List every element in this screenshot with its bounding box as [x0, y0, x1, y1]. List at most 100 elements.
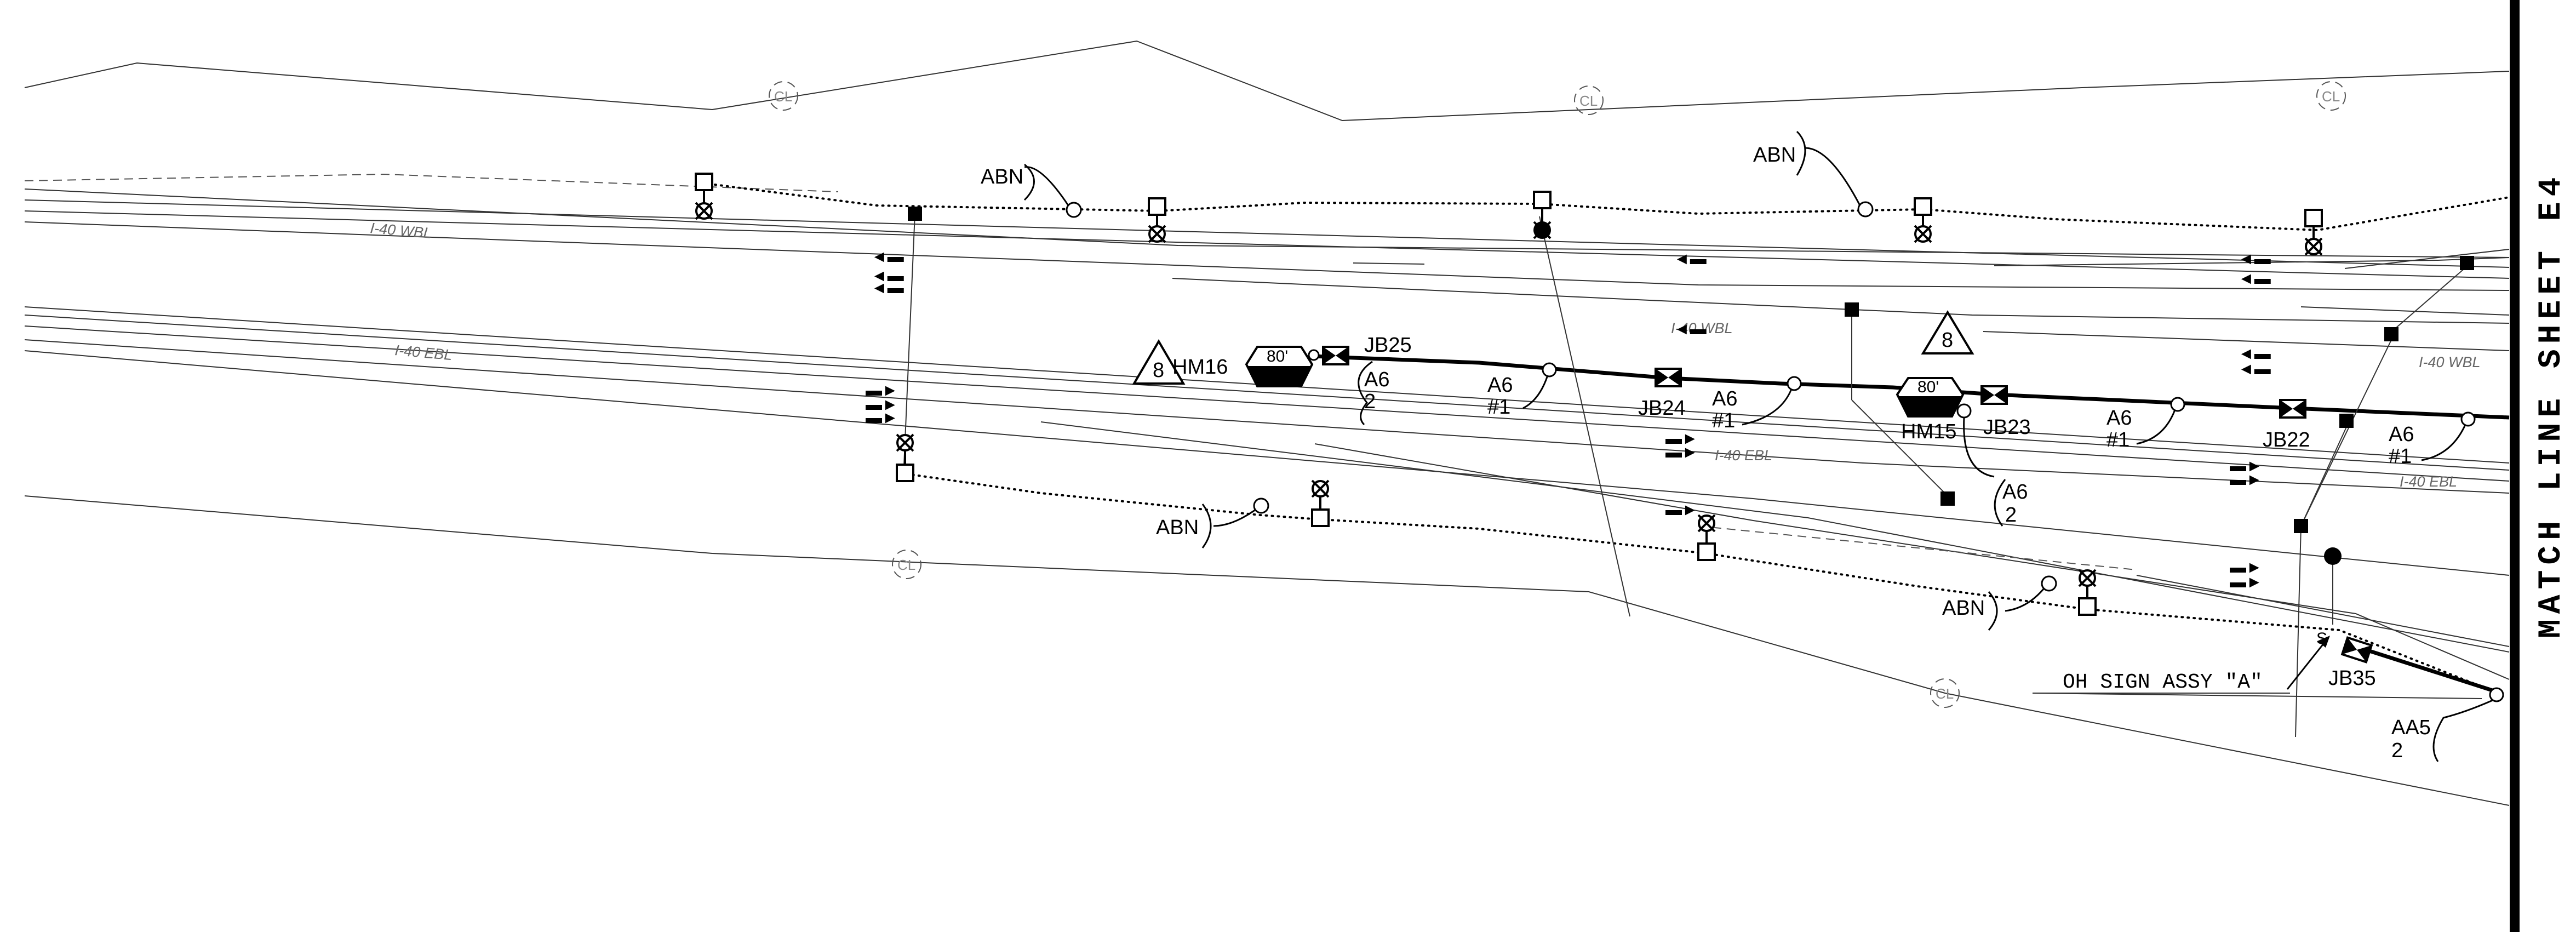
- arrow-left-icon: ◄▬: [871, 248, 904, 266]
- handhole-label: HM15: [1901, 420, 1956, 443]
- arrow-right-icon: ▬►: [2230, 573, 2263, 591]
- svg-text:#1: #1: [1712, 409, 1735, 432]
- light-pole-icon: [1697, 514, 1716, 561]
- abn-label: ABN: [1156, 516, 1199, 539]
- centerline-icon: CL: [1574, 85, 1604, 115]
- svg-text:CL: CL: [774, 88, 792, 105]
- light-pole-icon: [2078, 569, 2097, 616]
- arrow-left-icon: ◄▬: [871, 279, 904, 297]
- arrow-right-icon: ▬►: [2230, 471, 2263, 489]
- arrow-left-icon: ◄▬: [2238, 250, 2271, 268]
- service-point-icon: [2384, 327, 2398, 341]
- service-point-icon: [1940, 491, 1955, 506]
- service-point-icon: [2460, 256, 2474, 270]
- arrow-right-icon: ▬►: [2230, 558, 2263, 576]
- arrow-left-icon: ◄▬: [1674, 250, 1707, 268]
- arrow-right-icon: ▬►: [1665, 443, 1698, 461]
- centerline-markers: CL CL CL CL CL: [769, 81, 2346, 708]
- svg-text:8: 8: [1153, 359, 1164, 382]
- abn-label: ABN: [1942, 597, 1985, 620]
- sign-tag: S: [2316, 630, 2327, 648]
- oh-sign-callout: OH SIGN ASSY "A" S: [2033, 630, 2330, 694]
- svg-text:CL: CL: [1936, 685, 1954, 702]
- arrow-left-icon: ◄▬: [1674, 320, 1707, 338]
- jb-label-jb24: JB24: [1638, 397, 1686, 420]
- svg-text:A6: A6: [2106, 407, 2132, 430]
- abn-label: ABN: [981, 165, 1023, 188]
- svg-text:A6: A6: [1712, 387, 1737, 410]
- jb-label-jb25: JB25: [1364, 334, 1412, 357]
- cable-tags: A6 2 A6 #1 A6 #1 A6 2 A6 #1 A6 #1 AA5 2: [1308, 349, 2504, 762]
- feed-leaders: [903, 213, 2471, 737]
- junction-box-icon: [1655, 368, 1682, 387]
- road-labels: I-40 WBL I-40 WBL I-40 WBL I-40 EBL I-40…: [369, 220, 2480, 490]
- match-line-label: MATCH LINE SHEET E4: [2534, 172, 2569, 638]
- light-pole-icon: [896, 433, 914, 482]
- light-pole-icon: [695, 173, 713, 220]
- arrow-right-icon: ▬►: [866, 409, 898, 427]
- svg-text:CL: CL: [2322, 88, 2340, 105]
- svg-text:CL: CL: [1579, 93, 1598, 109]
- road-label-wbl: I-40 WBL: [369, 220, 432, 242]
- svg-text:#1: #1: [1487, 396, 1510, 419]
- jb-label-jb35: JB35: [2328, 667, 2376, 690]
- svg-text:2: 2: [1364, 390, 1376, 413]
- arrow-right-icon: ▬►: [1665, 430, 1698, 448]
- arrow-right-icon: ▬►: [2230, 457, 2263, 475]
- road-label-wbl: I-40 WBL: [1671, 320, 1733, 336]
- service-point-icon: [2324, 547, 2342, 565]
- service-points: [908, 207, 2474, 565]
- svg-text:8: 8: [1942, 329, 1953, 352]
- road-label-ebl: I-40 EBL: [394, 342, 453, 363]
- arrow-right-icon: ▬►: [1665, 501, 1698, 519]
- junction-box-icon: [2279, 399, 2306, 419]
- jb-label-jb23: JB23: [1983, 416, 2031, 439]
- svg-text:80': 80': [1917, 378, 1939, 396]
- service-point-icon: [908, 207, 922, 221]
- junction-box-icon: [1980, 385, 2008, 405]
- service-point-icon: [2294, 519, 2308, 533]
- centerline-icon: CL: [892, 550, 921, 579]
- oh-sign-label: OH SIGN ASSY "A": [2063, 671, 2263, 694]
- arrow-right-icon: ▬►: [866, 396, 898, 414]
- svg-text:#1: #1: [2106, 428, 2130, 451]
- light-pole-icon: [1914, 197, 1932, 243]
- abn-label: ABN: [1753, 144, 1796, 167]
- svg-text:A6: A6: [2002, 481, 2028, 504]
- arrow-left-icon: ◄▬: [2238, 345, 2271, 363]
- svg-text:2: 2: [2391, 739, 2403, 762]
- arrow-right-icon: ▬►: [866, 381, 898, 399]
- service-point-icon: [1845, 302, 1859, 317]
- svg-text:CL: CL: [897, 557, 915, 573]
- service-point-icon: [2339, 414, 2354, 428]
- handhole-label: HM16: [1172, 356, 1228, 379]
- svg-text:2: 2: [2005, 504, 2017, 527]
- centerline-icon: CL: [2316, 81, 2346, 111]
- route-marker: 8: [1921, 310, 1974, 354]
- junction-box-icon: [2340, 636, 2373, 664]
- lane-direction-arrows: ◄▬ ◄▬ ◄▬ ◄▬ ◄▬ ◄▬ ◄▬ ◄▬ ◄▬ ▬► ▬► ▬► ▬► ▬…: [866, 248, 2271, 591]
- light-pole-icon: [1148, 197, 1166, 243]
- svg-text:80': 80': [1267, 347, 1288, 365]
- road-label-wbl: I-40 WBL: [2419, 354, 2481, 370]
- route-marker: 8: [1132, 339, 1186, 385]
- abn-callouts: ABN ABN ABN ABN: [981, 130, 2057, 631]
- light-pole-icon: [1533, 191, 1552, 239]
- match-line: MATCH LINE SHEET E4: [2510, 0, 2569, 932]
- centerline-icon: CL: [1930, 678, 1960, 708]
- svg-text:AA5: AA5: [2391, 716, 2431, 739]
- handhole-hm15: 80' HM15: [1896, 377, 1965, 443]
- arrow-left-icon: ◄▬: [2238, 270, 2271, 288]
- svg-text:A6: A6: [2389, 423, 2414, 446]
- wbl-roadway: [24, 173, 2510, 351]
- svg-text:#1: #1: [2389, 445, 2412, 468]
- svg-text:A6: A6: [1487, 374, 1513, 397]
- light-pole-icon: [1311, 479, 1330, 527]
- light-pole-icon: [2304, 209, 2323, 256]
- jb-label-jb22: JB22: [2263, 428, 2310, 451]
- road-label-ebl: I-40 EBL: [1715, 447, 1772, 464]
- right-of-way-lines: [24, 40, 2510, 806]
- junction-boxes: JB25 JB24 JB23 JB22 JB35: [1322, 334, 2376, 690]
- svg-text:A6: A6: [1364, 368, 1389, 391]
